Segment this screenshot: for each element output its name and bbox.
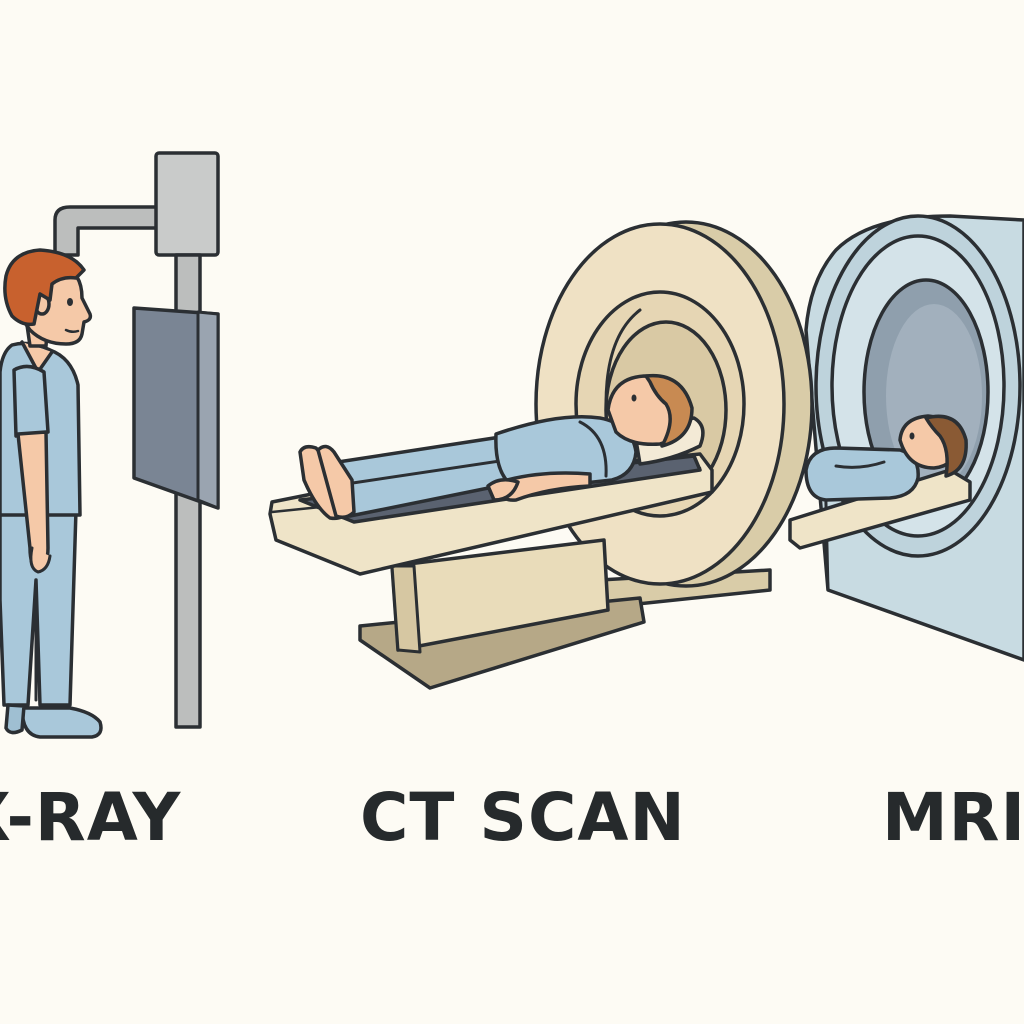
ct-patient bbox=[298, 373, 705, 521]
xray-tube-head bbox=[154, 151, 220, 257]
mri-label: MRI bbox=[882, 779, 1024, 856]
ct-patient-hair bbox=[644, 373, 694, 448]
technician-hair bbox=[3, 248, 86, 327]
xray-machine bbox=[53, 151, 220, 729]
ct-gantry-front-edge bbox=[604, 308, 642, 406]
ct-scan-label: CT SCAN bbox=[360, 779, 686, 856]
technician-shoe bbox=[20, 706, 103, 739]
mri-machine bbox=[788, 214, 1024, 662]
technician-arm bbox=[12, 364, 50, 438]
xray-label: X-RAY bbox=[0, 779, 182, 856]
technician bbox=[0, 248, 103, 739]
mri-patient-body bbox=[804, 446, 920, 502]
